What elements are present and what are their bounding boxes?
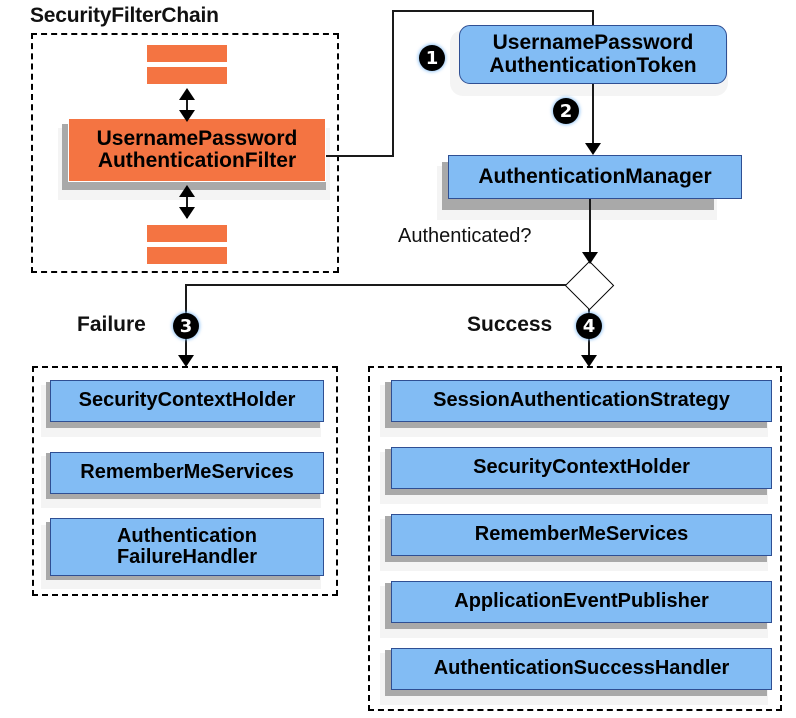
filter-strip-top-2 [146, 66, 228, 85]
connector-filter-to-token-h2 [392, 10, 594, 12]
connector-token-to-manager-arrow [585, 143, 601, 155]
filter-link-top-arrow-up [179, 88, 195, 100]
filter-strip-bottom-1 [146, 224, 228, 243]
node-success-remember-me-services[interactable]: RememberMeServices [391, 514, 772, 556]
node-success-security-context-holder[interactable]: SecurityContextHolder [391, 447, 772, 489]
connector-manager-to-diamond-arrow [582, 252, 598, 264]
badge-step-2: 2 [553, 98, 579, 124]
filter-label-line2: AuthenticationFilter [97, 149, 297, 172]
success-node-1-label: SessionAuthenticationStrategy [433, 389, 730, 412]
badge-step-1: 1 [419, 45, 445, 71]
branch-failure-arrow [178, 355, 194, 367]
decision-label-authenticated: Authenticated? [398, 225, 532, 247]
filter-label-line1: UsernamePassword [96, 126, 298, 150]
node-success-application-event-publisher[interactable]: ApplicationEventPublisher [391, 581, 772, 623]
failure-node-2-label: RememberMeServices [80, 461, 294, 484]
filter-link-top-arrow-down [179, 110, 195, 122]
node-success-authentication-success-handler[interactable]: AuthenticationSuccessHandler [391, 648, 772, 690]
filter-link-bottom-arrow-up [179, 185, 195, 197]
node-username-password-authentication-filter[interactable]: UsernamePassword AuthenticationFilter [68, 118, 326, 182]
token-label-line1: UsernamePassword [492, 31, 694, 55]
group-box-security-filter-chain [31, 33, 339, 273]
failure-node-3-label-line1: Authentication [116, 524, 257, 547]
decision-diamond [564, 260, 615, 311]
manager-label: AuthenticationManager [478, 164, 712, 188]
connector-filter-to-token-v [392, 10, 394, 157]
node-success-session-authentication-strategy[interactable]: SessionAuthenticationStrategy [391, 380, 772, 422]
node-username-password-authentication-token[interactable]: UsernamePassword AuthenticationToken [459, 25, 727, 84]
group-title-security-filter-chain: SecurityFilterChain [30, 4, 219, 27]
filter-link-bottom-arrow-down [179, 207, 195, 219]
badge-step-3: 3 [173, 313, 199, 339]
success-node-2-label: SecurityContextHolder [473, 456, 690, 479]
filter-strip-top-1 [146, 44, 228, 63]
success-node-5-label: AuthenticationSuccessHandler [433, 657, 730, 680]
node-authentication-manager[interactable]: AuthenticationManager [448, 155, 742, 199]
success-node-3-label: RememberMeServices [474, 523, 689, 546]
filter-link-bottom-line [186, 190, 188, 218]
filter-link-top-line [186, 93, 188, 121]
node-failure-authentication-failure-handler[interactable]: Authentication FailureHandler [50, 518, 324, 576]
node-failure-remember-me-services[interactable]: RememberMeServices [50, 452, 324, 494]
success-node-4-label: ApplicationEventPublisher [454, 590, 709, 613]
failure-node-1-label: SecurityContextHolder [78, 389, 296, 412]
group-box-success-handlers [368, 366, 782, 711]
branch-success-arrow [581, 355, 597, 367]
node-failure-security-context-holder[interactable]: SecurityContextHolder [50, 380, 324, 422]
branch-label-failure: Failure [77, 313, 146, 336]
filter-strip-bottom-2 [146, 246, 228, 265]
branch-label-success: Success [467, 313, 553, 336]
connector-filter-to-token-h1 [326, 155, 394, 157]
badge-step-4: 4 [576, 313, 602, 339]
connector-token-to-manager-line [592, 84, 594, 146]
branch-split-horizontal [186, 284, 566, 286]
failure-node-3-label-line2: FailureHandler [116, 546, 258, 568]
connector-manager-to-diamond-line [589, 199, 591, 255]
token-label-line2: AuthenticationToken [489, 53, 697, 77]
group-box-failure-handlers [32, 366, 338, 596]
